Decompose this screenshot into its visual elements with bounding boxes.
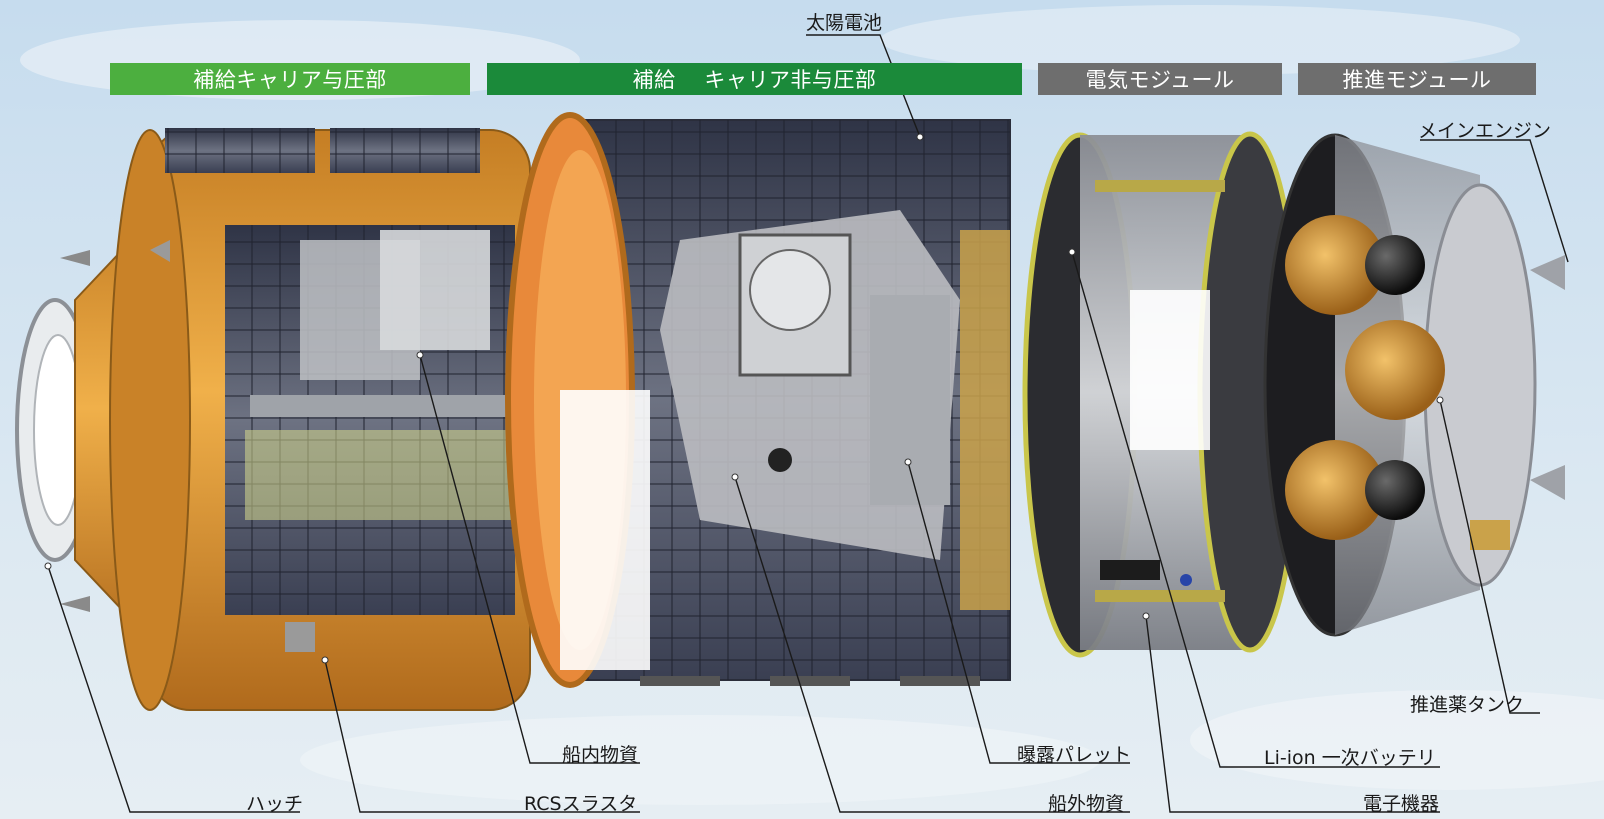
propellant-tank <box>1285 440 1385 540</box>
cloud <box>880 5 1520 75</box>
header-propulsion-label: 推進モジュール <box>1342 68 1492 92</box>
callout-electronics: 電子機器 <box>1363 789 1439 816</box>
callout-external-cargo: 船外物資 <box>1048 789 1124 816</box>
propellant-tank <box>1285 215 1385 315</box>
hatch-label: ハッチ <box>246 793 304 815</box>
rcs-thruster <box>285 622 315 652</box>
header-pressurized-carrier: 補給キャリア与圧部 <box>110 63 470 95</box>
pressurized-module <box>15 128 550 711</box>
internal-beam <box>250 395 550 417</box>
header-propulsion-module: 推進モジュール <box>1298 63 1536 95</box>
callout-li-ion-battery: Li-ion 一次バッテリ <box>1264 743 1436 770</box>
header-pressurized-label: 補給キャリア与圧部 <box>193 68 387 92</box>
callout-propellant-tank: 推進薬タンク <box>1410 690 1524 717</box>
callout-internal-cargo: 船内物資 <box>562 740 638 767</box>
callout-hatch: ハッチ <box>246 789 303 816</box>
main-engine <box>1530 255 1565 290</box>
propellant-tank-label: 推進薬タンク <box>1410 694 1525 716</box>
callout-main-engine: メインエンジン <box>1418 116 1551 143</box>
cloud <box>1190 690 1604 790</box>
li-ion-battery-label: Li-ion 一次バッテリ <box>1264 747 1436 769</box>
solar-cells-label: 太陽電池 <box>806 12 883 34</box>
header-electrical-label: 電気モジュール <box>1085 68 1235 92</box>
unpressurized-module <box>505 112 1011 688</box>
exposed-pallet-label: 曝露パレット <box>1017 744 1132 766</box>
external-cargo-label: 船外物資 <box>1048 793 1125 815</box>
callout-exposed-pallet: 曝露パレット <box>1017 740 1131 767</box>
rcs-thruster-label: RCSスラスタ <box>524 793 638 815</box>
header-electrical-module: 電気モジュール <box>1038 63 1282 95</box>
main-engine <box>1530 465 1565 500</box>
cloud <box>300 715 1100 805</box>
header-unpressurized-carrier: 補給 キャリア非与圧部 <box>487 63 1022 95</box>
leader-lines <box>47 34 1569 813</box>
propulsion-module <box>1263 133 1565 637</box>
callout-solar-cells: 太陽電池 <box>806 8 882 35</box>
header-unpressurized-label: 補給 キャリア非与圧部 <box>632 68 877 92</box>
electrical-module <box>1022 131 1303 658</box>
main-engine-label: メインエンジン <box>1418 120 1552 142</box>
callout-rcs-thruster: RCSスラスタ <box>524 789 637 816</box>
electronics-label: 電子機器 <box>1363 793 1440 815</box>
leader-dots <box>44 133 1444 664</box>
propellant-tank <box>1345 320 1445 420</box>
internal-cargo-label: 船内物資 <box>562 744 639 766</box>
